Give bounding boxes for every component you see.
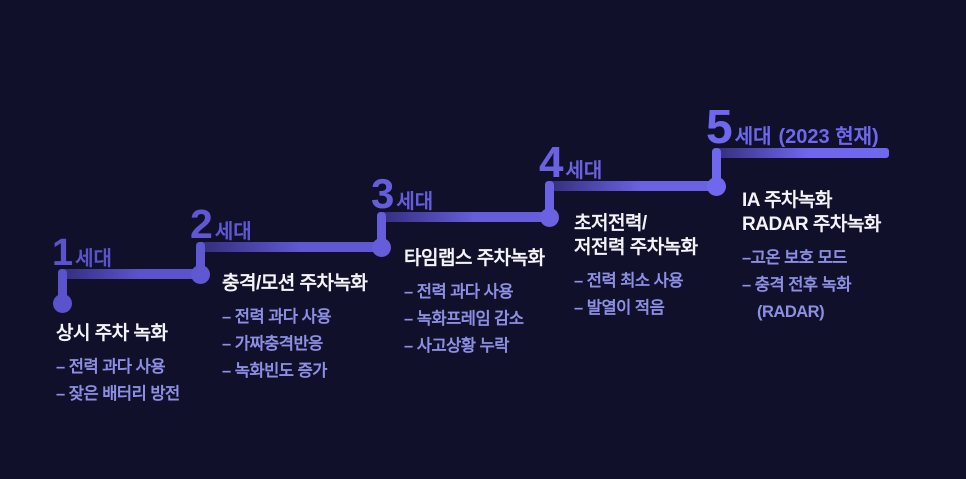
bullet-item: – 전력 과다 사용 — [56, 358, 166, 376]
bullet-item: – 발열이 적음 — [574, 299, 665, 317]
generation-year-note: (2023 현재) — [778, 125, 879, 148]
step-text-block-4: 초저전력/ 저전력 주차녹화 – 전력 최소 사용 – 발열이 적음 — [574, 212, 698, 322]
bullet-item: – 녹화빈도 증가 — [222, 362, 327, 380]
generation-word: 세대 — [396, 191, 434, 214]
step-title: 타임랩스 주차녹화 — [404, 248, 545, 269]
step-bullet-list: – 전력 과다 사용 – 녹화프레임 감소 – 사고상황 누락 — [404, 279, 545, 360]
timeline-node-dot-5 — [707, 177, 726, 196]
timeline-bar-4 — [545, 181, 722, 191]
generation-number: 2 — [190, 201, 213, 248]
timeline-bar-2 — [196, 242, 386, 252]
timeline-connector-1 — [58, 269, 67, 299]
timeline-step-3: 3 세대 타임랩스 주차녹화 – 전력 과다 사용 – 녹화프레임 감소 – 사… — [371, 173, 553, 355]
timeline-node-dot-4 — [540, 208, 559, 227]
generation-number: 5 — [706, 100, 733, 154]
step-bullet-list: – 전력 과다 사용 – 잦은 배터리 방전 — [56, 354, 180, 408]
timeline-connector-2 — [196, 242, 205, 272]
bullet-item: – 녹화프레임 감소 — [404, 310, 524, 328]
timeline-connector-4 — [545, 181, 554, 213]
timeline-step-4: 4 세대 초저전력/ 저전력 주차녹화 – 전력 최소 사용 – 발열이 적음 — [539, 140, 722, 317]
bullet-item-continuation: (RADAR) — [757, 303, 825, 321]
timeline-bar-3 — [377, 212, 553, 222]
generation-label-5: 5 세대 (2023 현재) — [706, 100, 879, 154]
bullet-item: – 가짜충격반응 — [222, 335, 323, 353]
generation-number: 3 — [371, 170, 394, 218]
generation-word: 세대 — [214, 221, 252, 244]
generation-label-3: 3 세대 — [371, 170, 434, 218]
bullet-item: – 전력 과다 사용 — [404, 283, 514, 301]
bullet-item: – 사고상황 누락 — [404, 337, 509, 355]
bullet-item: – 잦은 배터리 방전 — [56, 385, 180, 403]
step-text-block-2: 충격/모션 주차녹화 – 전력 과다 사용 – 가짜충격반응 – 녹화빈도 증가 — [222, 272, 368, 385]
generation-number: 1 — [52, 231, 73, 274]
timeline-connector-3 — [377, 212, 386, 243]
generation-label-2: 2 세대 — [190, 201, 252, 248]
timeline-connector-5 — [712, 148, 721, 182]
bullet-item: – 전력 최소 사용 — [574, 272, 684, 290]
timeline-node-dot-3 — [372, 238, 391, 257]
generation-label-1: 1 세대 — [52, 231, 112, 274]
timeline-step-1: 1 세대 상시 주차 녹화 – 전력 과다 사용 – 잦은 배터리 방전 — [52, 233, 205, 403]
generation-word: 세대 — [734, 125, 772, 148]
bullet-item: –고온 보호 모드 — [742, 249, 847, 267]
step-title: 충격/모션 주차녹화 — [222, 273, 368, 294]
timeline-step-2: 2 세대 충격/모션 주차녹화 – 전력 과다 사용 – 가짜충격반응 – 녹화… — [190, 204, 386, 380]
generation-number: 4 — [539, 137, 564, 187]
timeline-node-dot-2 — [191, 265, 210, 284]
step-title: 초저전력/ 저전력 주차녹화 — [574, 213, 698, 258]
step-bullet-list: – 전력 최소 사용 – 발열이 적음 — [574, 268, 698, 322]
step-bullet-list: – 전력 과다 사용 – 가짜충격반응 – 녹화빈도 증가 — [222, 304, 367, 385]
timeline-bar-5 — [712, 148, 889, 158]
step-title: 상시 주차 녹화 — [56, 323, 168, 344]
generation-word: 세대 — [565, 159, 603, 182]
generation-word: 세대 — [75, 247, 112, 270]
bullet-item: – 충격 전후 녹화 — [742, 276, 852, 294]
timeline-bar-1 — [58, 269, 205, 279]
step-text-block-1: 상시 주차 녹화 – 전력 과다 사용 – 잦은 배터리 방전 — [56, 322, 180, 408]
timeline-node-dot-1 — [53, 294, 72, 313]
generation-label-4: 4 세대 — [539, 137, 603, 187]
timeline-step-5: 5 세대 (2023 현재) IA 주차녹화 RADAR 주차녹화 –고온 보호… — [706, 103, 889, 321]
step-text-block-5: IA 주차녹화 RADAR 주차녹화 –고온 보호 모드 – 충격 전후 녹화 … — [742, 189, 881, 326]
bullet-item: – 전력 과다 사용 — [222, 308, 332, 326]
step-bullet-list: –고온 보호 모드 – 충격 전후 녹화 (RADAR) — [742, 245, 881, 326]
step-title: IA 주차녹화 RADAR 주차녹화 — [742, 190, 881, 235]
step-text-block-3: 타임랩스 주차녹화 – 전력 과다 사용 – 녹화프레임 감소 – 사고상황 누… — [404, 247, 545, 360]
